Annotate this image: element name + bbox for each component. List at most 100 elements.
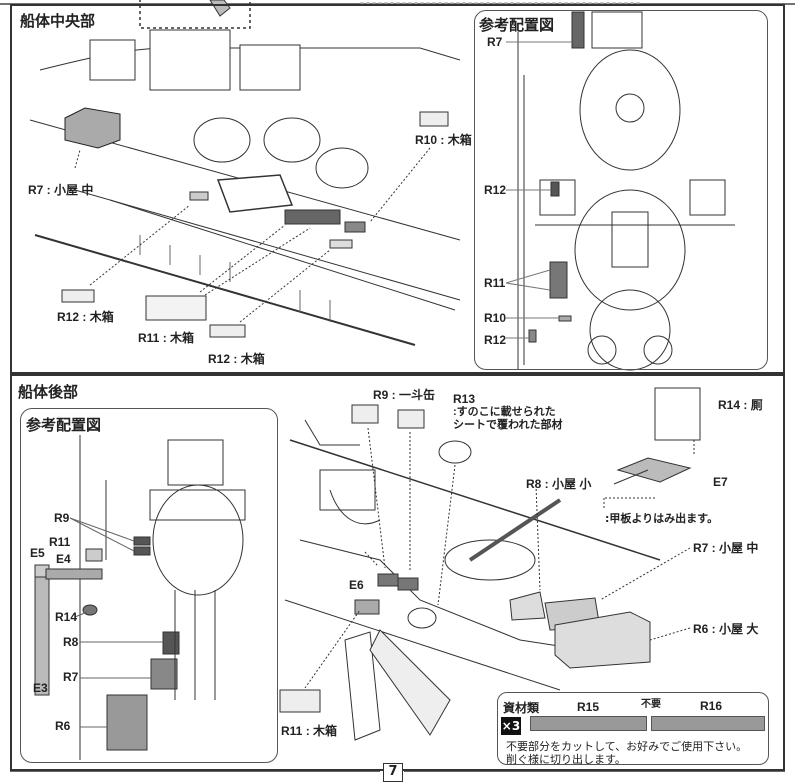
callout-name: 木箱 xyxy=(313,724,338,738)
callout-code: R11 xyxy=(281,724,303,738)
callout-r7: R7 : 小屋 中 xyxy=(28,183,94,197)
callout-r6: R6 : 小屋 大 xyxy=(693,622,759,636)
r12-crate-icon xyxy=(189,191,209,201)
aft-reference-box xyxy=(20,408,278,763)
callout-name: 小屋 中 xyxy=(719,541,759,555)
r11-crate-icon xyxy=(284,209,341,225)
r11-box-icon xyxy=(145,295,207,321)
r13-covered-part-icon xyxy=(438,440,472,464)
r6-mark xyxy=(106,694,148,751)
callout-name: 木箱 xyxy=(89,310,114,324)
callout-r13: R13 :すのこに載せられた シートで覆われた部材 xyxy=(453,393,562,432)
materials-note-1: 不要部分をカットして、お好みでご使用下さい。 xyxy=(506,740,748,753)
callout-name: 小屋 中 xyxy=(54,183,94,197)
aft-reference-plan xyxy=(34,435,246,760)
r12-mark xyxy=(550,181,560,197)
callout-code: R14 xyxy=(718,398,741,412)
r15-label: R15 xyxy=(577,700,600,714)
multiplier-badge: ×3 xyxy=(501,717,521,735)
mid-reference-plan xyxy=(505,11,735,371)
r16-strip xyxy=(651,716,765,731)
callout-e7: E7 xyxy=(713,475,728,489)
ref-label-r14: R14 xyxy=(55,610,78,624)
r11-mark xyxy=(85,548,103,562)
callout-name: 木箱 xyxy=(170,331,195,345)
midship-leader-lines xyxy=(74,147,431,323)
r11-box-icon xyxy=(279,689,321,713)
callout-r11: R11 : 木箱 xyxy=(281,724,338,738)
ref-label-r10: R10 xyxy=(484,311,507,325)
materials-title: 資材類 xyxy=(503,701,540,715)
r10-box-icon xyxy=(419,111,449,127)
r16-label: R16 xyxy=(700,699,723,713)
callout-name: 木箱 xyxy=(240,352,265,366)
r10-crate-icon xyxy=(344,221,366,233)
e4-mark xyxy=(45,568,103,580)
ref-label-r12: R12 xyxy=(484,333,507,347)
page-number: 7 xyxy=(383,763,403,782)
callout-code: R7 xyxy=(28,183,44,197)
r8-house-icon xyxy=(509,591,546,621)
ref-label-r11: R11 xyxy=(484,276,506,290)
r9-can-icon xyxy=(351,404,379,424)
r12-box-icon xyxy=(61,289,95,303)
ref-label-e3: E3 xyxy=(33,681,48,695)
callout-desc-line2: シートで覆われた部材 xyxy=(453,419,563,431)
ref-label-r8: R8 xyxy=(63,635,79,649)
r14-latrine-icon xyxy=(654,387,701,441)
r11-mark xyxy=(549,261,568,299)
callout-r14: R14 : 厠 xyxy=(718,398,763,412)
callout-e6: E6 xyxy=(349,578,364,592)
midship-drawing xyxy=(29,29,461,346)
callout-code: R13 xyxy=(453,392,476,406)
ref-label-r12: R12 xyxy=(484,183,507,197)
midship-title: 船体中央部 xyxy=(20,12,96,30)
ref-label-r6: R6 xyxy=(55,719,71,733)
aft-title: 船体後部 xyxy=(18,383,79,401)
e7-plate-icon xyxy=(616,457,692,483)
r7-mark xyxy=(571,11,585,49)
r12-mark xyxy=(528,329,537,343)
callout-r9: R9 : 一斗缶 xyxy=(373,388,436,402)
ref-label-r11: R11 xyxy=(49,535,71,549)
overhang-note: :甲板よりはみ出ます。 xyxy=(605,512,719,525)
previous-step-dashed-box xyxy=(139,0,251,29)
ref-label-r7: R7 xyxy=(487,35,503,49)
r12-crate-icon xyxy=(329,239,353,249)
callout-r11: R11 : 木箱 xyxy=(138,331,195,345)
unneeded-label: 不要 xyxy=(641,699,661,710)
r9-can-icon xyxy=(397,409,425,429)
callout-code: R6 xyxy=(693,622,709,636)
callout-r12: R12 : 木箱 xyxy=(208,352,265,366)
callout-name: 小屋 大 xyxy=(719,622,759,636)
callout-code: R12 xyxy=(57,310,80,324)
r6-house-icon xyxy=(554,611,651,669)
mid-reference-title: 参考配置図 xyxy=(479,16,555,34)
callout-code: R9 xyxy=(373,388,389,402)
r7-house-icon xyxy=(64,107,121,149)
ref-label-e5: E5 xyxy=(30,546,45,560)
callout-name: 一斗缶 xyxy=(399,388,436,402)
ref-label-r9: R9 xyxy=(54,511,70,525)
callout-name: 木箱 xyxy=(447,133,472,147)
callout-desc-line1: :すのこに載せられた xyxy=(453,406,556,418)
materials-note-2: 削ぐ様に切り出します。 xyxy=(506,753,626,766)
callout-code: R8 xyxy=(526,477,542,491)
midship-section xyxy=(10,4,785,374)
callout-code: R7 xyxy=(693,541,709,555)
callout-code: R12 xyxy=(208,352,231,366)
aft-ship-drawing xyxy=(279,387,701,741)
callout-code: R10 xyxy=(415,133,438,147)
callout-r8: R8 : 小屋 小 xyxy=(526,477,592,491)
r7-mark xyxy=(150,658,178,690)
aft-reference-title: 参考配置図 xyxy=(26,416,102,434)
ref-label-r7: R7 xyxy=(63,670,79,684)
callout-code: R11 xyxy=(138,331,160,345)
r12-box-icon xyxy=(209,324,246,338)
mid-reference-box xyxy=(474,10,768,370)
r15-strip xyxy=(530,716,647,731)
aft-leader-lines xyxy=(304,427,695,689)
ref-label-e4: E4 xyxy=(56,552,71,566)
callout-r10: R10 : 木箱 xyxy=(415,133,472,147)
